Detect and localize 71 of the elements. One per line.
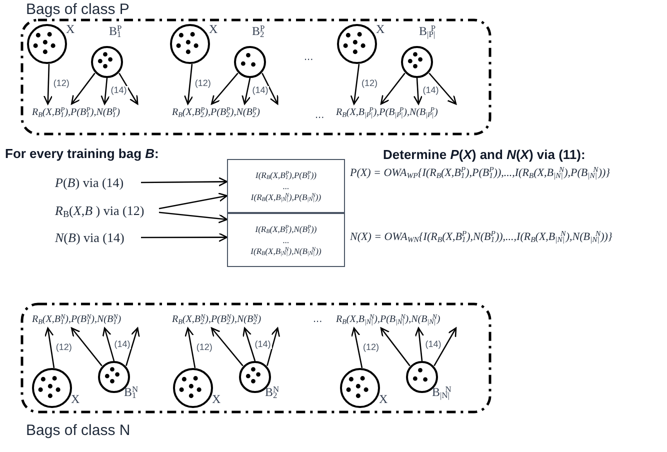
edge-label: (12) xyxy=(194,79,212,88)
arrow xyxy=(184,64,194,105)
arrow xyxy=(70,72,96,105)
edge-label: (14) xyxy=(251,86,270,95)
arrow xyxy=(158,212,228,224)
edge-label: (12) xyxy=(362,343,380,352)
arrow xyxy=(184,327,196,368)
arrow xyxy=(158,192,228,210)
group-heading: Bags of class P xyxy=(26,2,130,17)
edge-label: (14) xyxy=(113,340,132,348)
bag-measure-formula: R$_{B}$(X,B$_{|N|}$$^{N}$),P(B$_{|N|}$$^{N}$),N(B$_{|N|}$$^{N}$) xyxy=(336,312,440,327)
bag-label: X xyxy=(212,391,221,408)
bag-label: X xyxy=(209,21,218,38)
bag-measure-formula: R$_{B}$(X,B$_{1}$$^{N}$),P(B$_{1}$$^{N}$),N(B$_{1}$$^{N}$) xyxy=(32,312,122,327)
arrow xyxy=(380,327,410,366)
bag-label: X xyxy=(66,21,75,38)
arrow xyxy=(118,72,138,105)
bag-label: X xyxy=(71,391,80,408)
bag-measure-formula: R$_{B}$(X,B$_{2}$$^{P}$),P(B$_{2}$$^{P}$),N(B$_{2}$$^{P}$) xyxy=(172,105,260,120)
arrow xyxy=(262,72,278,105)
arrow xyxy=(266,327,280,366)
edge-label: (14) xyxy=(424,340,442,348)
arrow xyxy=(242,78,251,105)
arrow xyxy=(434,327,457,366)
edge-label: (14) xyxy=(110,86,128,95)
input-term: N(B) via (14) xyxy=(55,228,124,247)
arrow xyxy=(70,327,102,366)
arrow xyxy=(428,72,457,105)
arrow xyxy=(44,327,55,368)
arrow xyxy=(210,327,244,366)
ellipsis: ... xyxy=(282,180,290,192)
ellipsis: ... xyxy=(315,110,324,121)
cell-text: I(R$_{B}$(X,B$_{|N|}$$^{N}$),P(B$_{|N|}$$^{N}$)) xyxy=(250,192,322,202)
edge-label: (14) xyxy=(254,340,272,348)
bag-label: X xyxy=(376,21,385,38)
section-heading: For every training bag B: xyxy=(5,147,159,160)
arrow xyxy=(351,327,363,368)
arrow xyxy=(350,64,360,105)
arrow xyxy=(242,327,256,362)
bag-measure-formula: R$_{B}$(X,B$_{2}$$^{N}$),P(B$_{2}$$^{N}$),N(B$_{2}$$^{N}$) xyxy=(172,312,262,327)
input-term: P(B) via (14) xyxy=(55,174,124,192)
input-term: R$_{B}$(X,B ) via (12) xyxy=(55,202,144,220)
edge-label: (12) xyxy=(54,343,73,352)
edge-label: (12) xyxy=(360,79,379,88)
bag-measure-formula: R$_{B}$(X,B$_{1}$$^{P}$),P(B$_{1}$$^{P}$),N(B$_{1}$$^{P}$) xyxy=(32,105,120,120)
table-cell xyxy=(227,159,345,213)
arrow xyxy=(43,64,53,105)
arrow xyxy=(413,78,423,105)
table-cell xyxy=(227,213,345,267)
aggregation-formula: N(X) = OWA$_{WN}${I(R$_{B}$(X,B$_{1}$$^{P}$),N(B$_{1}$$^{P}$)),...,I(R$_{B}$(X,B$_{|N|}$$^{N}$),N(B$_{|N|}$$^{N}$))} xyxy=(350,232,612,243)
arrow xyxy=(210,72,238,105)
ellipsis: ... xyxy=(304,52,314,63)
arrow xyxy=(141,177,228,186)
arrow xyxy=(414,327,424,362)
ellipsis: ... xyxy=(282,234,290,246)
cell-text: I(R$_{B}$(X,B$_{1}$$^{P}$),P(B$_{1}$$^{P}$)) xyxy=(256,170,316,180)
arrow xyxy=(380,72,406,105)
arrow xyxy=(126,327,140,366)
bag-label: X xyxy=(379,391,388,408)
edge-label: (12) xyxy=(195,343,214,352)
section-heading: Determine P(X) and N(X) via (11): xyxy=(383,148,586,161)
cell-text: I(R$_{B}$(X,B$_{1}$$^{P}$),N(B$_{1}$$^{P}$)) xyxy=(255,224,317,234)
arrow xyxy=(141,232,228,242)
edge-label: (12) xyxy=(52,79,70,88)
ellipsis: ... xyxy=(313,314,322,325)
cell-text: I(R$_{B}$(X,B$_{|N|}$$^{N}$),N(B$_{|N|}$$^{N}$)) xyxy=(250,246,322,256)
arrow xyxy=(102,327,115,362)
edge-label: (14) xyxy=(422,86,440,95)
arrow xyxy=(100,78,110,105)
bag-measure-formula: R$_{B}$(X,B$_{|P|}$$^{P}$),P(B$_{|P|}$$^{P}$),N(B$_{|P|}$$^{P}$) xyxy=(336,105,438,120)
group-heading: Bags of class N xyxy=(26,423,130,438)
